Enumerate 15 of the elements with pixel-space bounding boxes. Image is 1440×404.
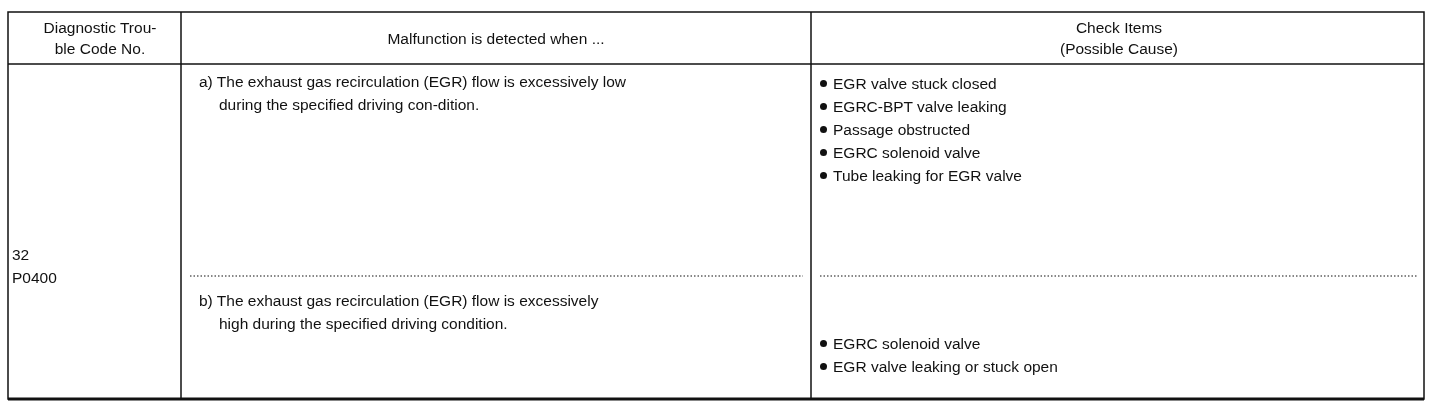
column-header: (Possible Cause): [1059, 39, 1179, 59]
cell-text: EGR valve leaking or stuck open: [833, 357, 1058, 377]
cell-text: P0400: [12, 268, 58, 288]
column-header: Diagnostic Trou-ble Code No.: [42, 18, 158, 59]
column-header: Check Items: [1074, 18, 1164, 38]
cell-text: EGRC-BPT valve leaking: [833, 97, 1007, 117]
cell-text: Passage obstructed: [833, 120, 970, 140]
cell-text: 32: [12, 245, 31, 265]
cell-text: a) The exhaust gas recirculation (EGR) flow is excessively low during the specified driving con-dition.: [199, 72, 627, 115]
column-header: Malfunction is detected when ...: [386, 29, 606, 49]
cell-text: EGRC solenoid valve: [833, 334, 981, 354]
cell-text: EGRC solenoid valve: [833, 143, 981, 163]
cell-text: Tube leaking for EGR valve: [833, 166, 1022, 186]
cell-text: EGR valve stuck closed: [833, 74, 997, 94]
cell-text: b) The exhaust gas recirculation (EGR) flow is excessively high during the specified driving condition.: [199, 291, 600, 334]
